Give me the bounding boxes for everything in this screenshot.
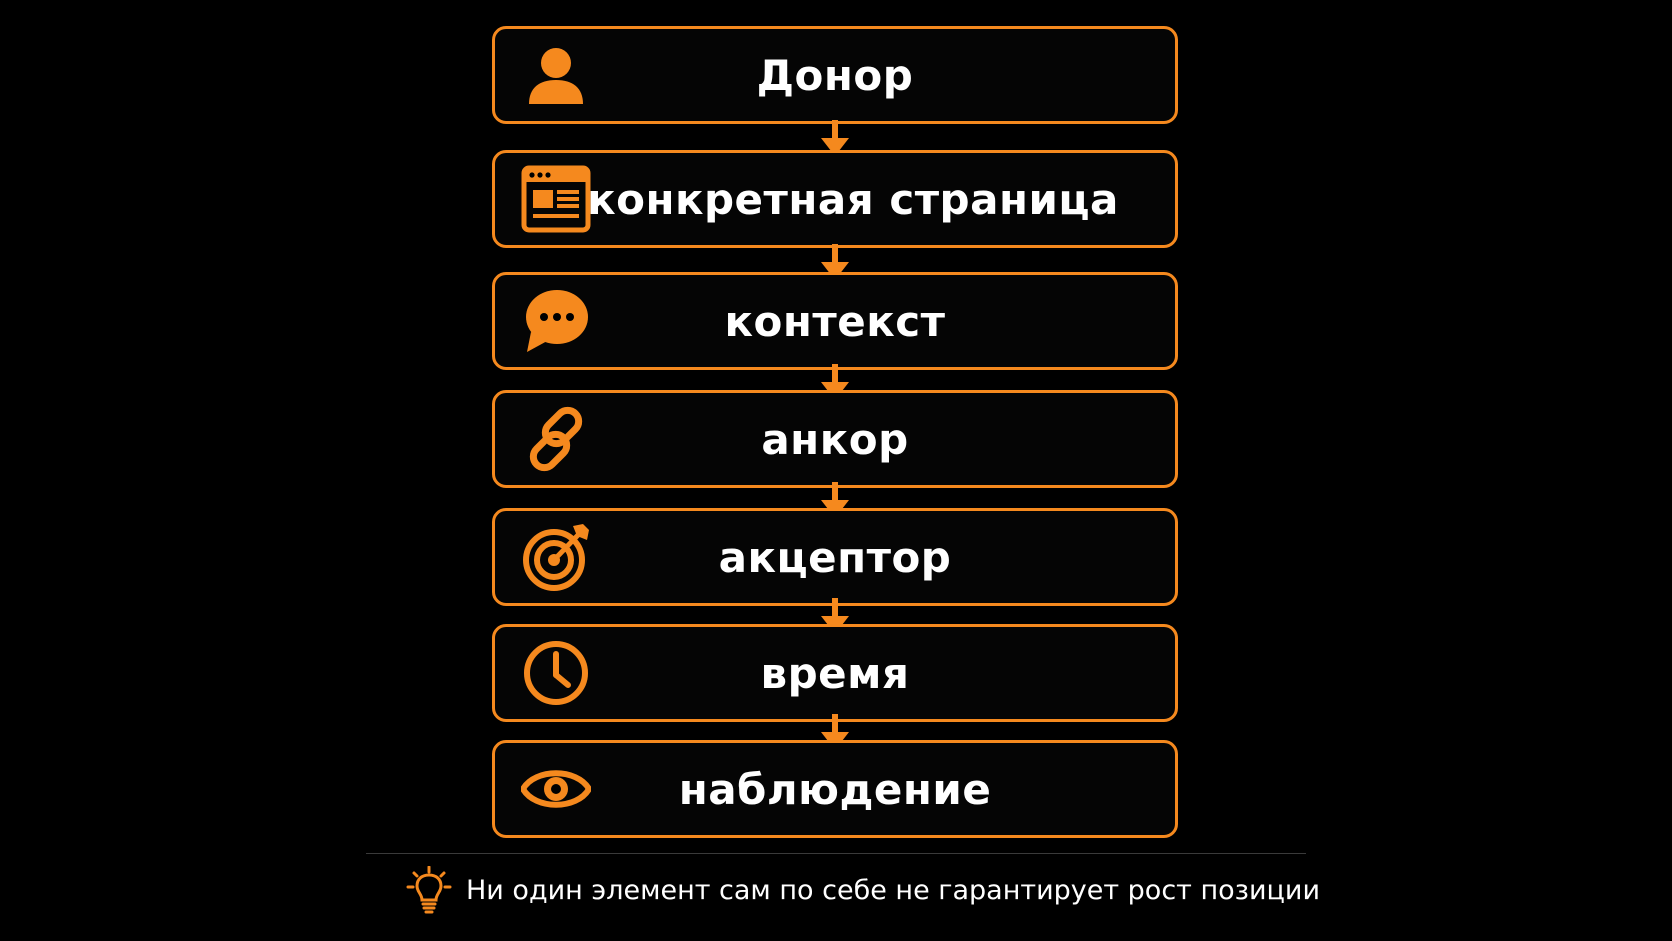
link-icon [521, 404, 591, 474]
step-label: наблюдение [678, 764, 992, 814]
step-anchor: анкор [492, 390, 1178, 488]
note-text: Ни один элемент сам по себе не гарантиру… [466, 874, 1321, 906]
step-label: конкретная страница [587, 174, 1119, 224]
eye-icon [521, 754, 591, 824]
clock-icon [521, 638, 591, 708]
step-label: акцептор [718, 532, 952, 582]
divider [366, 853, 1306, 854]
arrow-down-icon [815, 120, 855, 160]
lightbulb-icon [406, 865, 452, 914]
step-label: контекст [724, 296, 946, 346]
step-label: анкор [761, 414, 909, 464]
step-specific-page: конкретная страница [492, 150, 1178, 248]
user-icon [521, 40, 591, 110]
step-context: контекст [492, 272, 1178, 370]
step-label: Донор [756, 50, 914, 100]
webpage-icon [521, 164, 591, 234]
step-observation: наблюдение [492, 740, 1178, 838]
chat-bubble-icon [521, 286, 591, 356]
target-icon [521, 522, 591, 592]
step-acceptor: акцептор [492, 508, 1178, 606]
arrow-down-icon [815, 244, 855, 284]
note: Ни один элемент сам по себе не гарантиру… [406, 865, 1321, 914]
step-label: время [760, 648, 910, 698]
step-time: время [492, 624, 1178, 722]
step-donor: Донор [492, 26, 1178, 124]
